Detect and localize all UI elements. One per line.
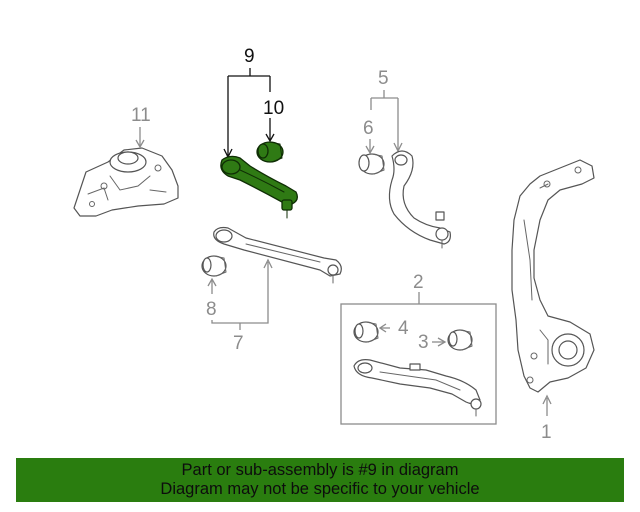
footer-line-1: Part or sub-assembly is #9 in diagram — [181, 461, 459, 479]
footer-banner: Part or sub-assembly is #9 in diagram Di… — [16, 458, 624, 502]
part-5-lower-arm[interactable] — [388, 150, 451, 249]
callout-6[interactable]: 6 — [363, 118, 374, 139]
arrowhead-8 — [207, 277, 217, 287]
callout-4[interactable]: 4 — [398, 318, 409, 339]
callout-11[interactable]: 11 — [131, 105, 151, 126]
arrowhead-7 — [263, 258, 273, 269]
part-11-subframe[interactable] — [73, 147, 179, 217]
arrowhead-11 — [135, 139, 145, 149]
leader-9 — [227, 68, 271, 156]
part-8-bushing[interactable] — [201, 255, 227, 277]
callout-5[interactable]: 5 — [378, 68, 389, 89]
part-3-bushing[interactable] — [447, 329, 473, 351]
callout-10[interactable]: 10 — [263, 98, 284, 119]
leader-7 — [211, 262, 269, 330]
part-2-lower-arm[interactable] — [353, 359, 482, 417]
part-2-kit-box[interactable] — [340, 303, 497, 425]
arrowhead-1 — [542, 394, 552, 405]
arrowhead-6 — [365, 145, 375, 155]
arrowhead-3 — [437, 337, 447, 347]
leader-5 — [370, 90, 399, 150]
callout-1[interactable]: 1 — [541, 422, 552, 443]
callout-7[interactable]: 7 — [233, 333, 244, 354]
callout-8[interactable]: 8 — [206, 299, 217, 320]
part-9-upper-control-arm[interactable] — [220, 155, 298, 219]
callout-2[interactable]: 2 — [413, 272, 424, 293]
part-4-bushing[interactable] — [353, 321, 379, 343]
part-10-bushing[interactable] — [256, 141, 284, 163]
arrowhead-10 — [265, 133, 275, 143]
arrowhead-5 — [393, 142, 403, 153]
callout-3[interactable]: 3 — [418, 332, 429, 353]
part-1-knuckle[interactable] — [511, 159, 595, 393]
footer-line-2: Diagram may not be specific to your vehi… — [160, 480, 480, 498]
callout-9[interactable]: 9 — [244, 46, 255, 67]
part-6-bushing[interactable] — [358, 153, 385, 175]
arrowhead-4 — [378, 323, 387, 333]
part-7-lower-arm[interactable] — [213, 226, 342, 284]
